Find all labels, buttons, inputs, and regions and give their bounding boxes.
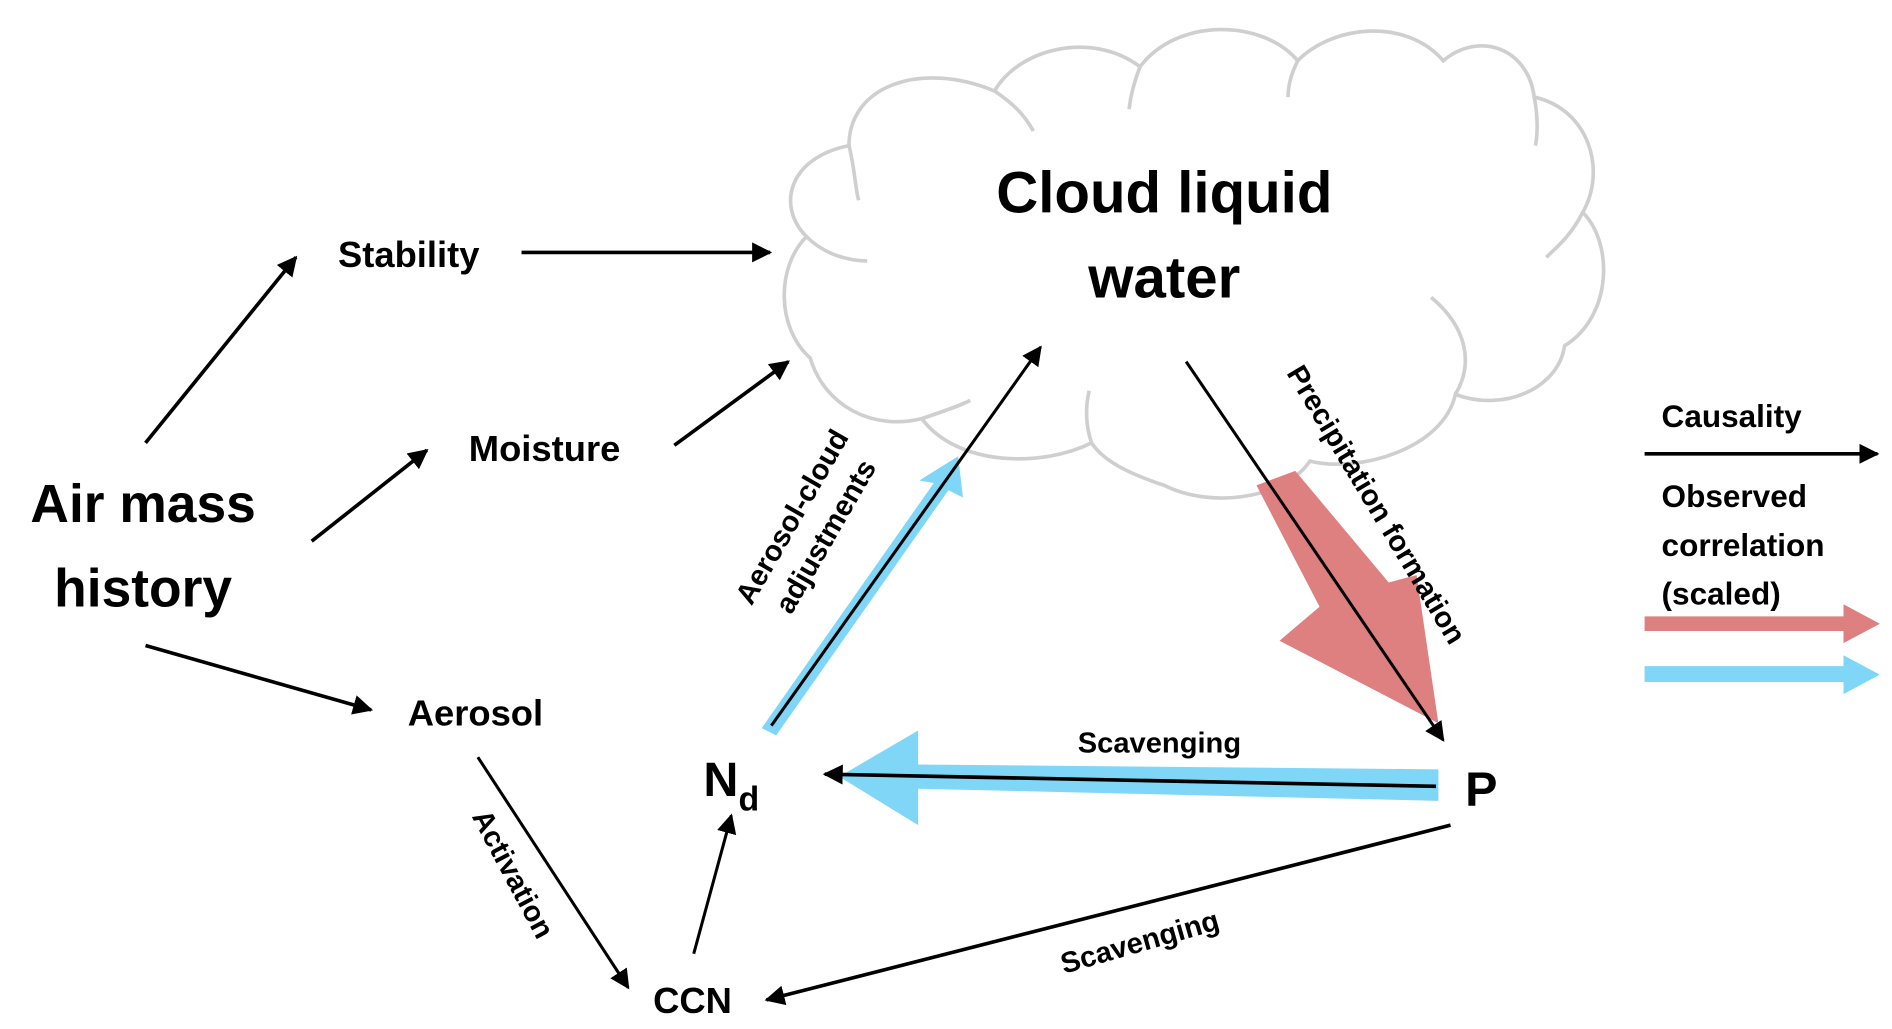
arrow-airmass-to-moisture	[310, 448, 429, 543]
node-aerosol: Aerosol	[408, 693, 543, 734]
node-air-mass-history-line1: Air mass	[30, 475, 255, 534]
node-precipitation: P	[1465, 763, 1497, 817]
arrow-p-to-ccn	[764, 823, 1451, 1006]
correlation-arrow-p-to-nd	[839, 730, 1439, 826]
node-nd: Nd	[703, 753, 759, 819]
node-nd-subscript: d	[738, 781, 759, 819]
node-cloud-liquid-water-line1: Cloud liquid	[996, 160, 1332, 225]
arrow-nd-to-cloud	[770, 345, 1042, 727]
arrow-moisture-to-cloud	[673, 360, 790, 447]
arrow-airmass-to-aerosol	[145, 643, 374, 715]
legend-red-correlation-arrow	[1644, 604, 1880, 644]
edge-label-activation: Activation	[465, 805, 559, 944]
node-ccn: CCN	[653, 980, 732, 1021]
legend-observed-line1: Observed	[1662, 478, 1807, 514]
arrow-cloud-to-p	[1184, 360, 1445, 742]
edge-label-scavenging-p-to-nd: Scavenging	[1078, 727, 1241, 759]
legend: Causality Observed correlation (scaled)	[1644, 398, 1880, 695]
legend-blue-correlation-arrow	[1644, 655, 1880, 695]
node-nd-main: N	[703, 753, 738, 807]
node-moisture: Moisture	[469, 428, 621, 469]
legend-observed-line3: (scaled)	[1662, 575, 1781, 611]
arrow-aerosol-to-ccn	[476, 756, 630, 990]
arrow-p-to-nd	[822, 764, 1437, 789]
node-cloud-liquid-water-line2: water	[1087, 245, 1240, 310]
arrow-airmass-to-stability	[144, 255, 298, 445]
legend-observed-line2: correlation	[1662, 527, 1825, 563]
arrow-ccn-to-nd	[692, 813, 737, 955]
edge-label-scavenging-p-to-ccn: Scavenging	[1057, 905, 1223, 981]
legend-causality-label: Causality	[1662, 398, 1803, 434]
cloud-shape	[782, 27, 1606, 500]
node-stability: Stability	[338, 234, 480, 275]
node-air-mass-history-line2: history	[54, 560, 232, 619]
